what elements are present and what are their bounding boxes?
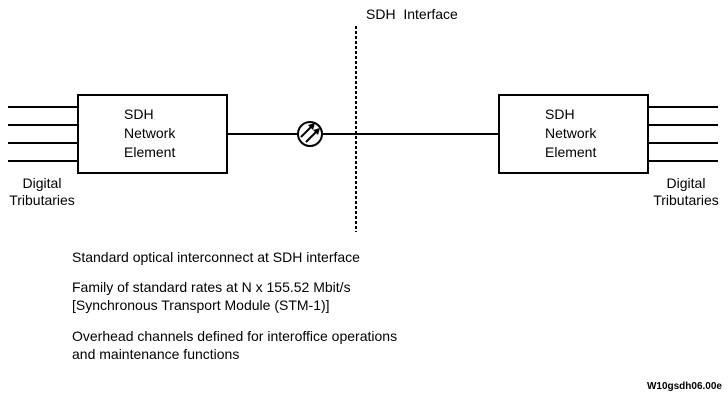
right-element-line-3: Element: [545, 144, 597, 160]
right-tributaries-line-2: Tributaries: [653, 192, 719, 208]
figure-id: W10gsdh06.00e: [646, 381, 722, 392]
left-element-line-2: Network: [124, 125, 176, 141]
right-element-line-2: Network: [545, 125, 597, 141]
note-line: Standard optical interconnect at SDH int…: [72, 249, 360, 265]
note-line: and maintenance functions: [72, 346, 240, 362]
note-line: Overhead channels defined for interoffic…: [72, 328, 398, 344]
right-element-line-1: SDH: [545, 106, 575, 122]
left-tributaries-label: Digital Tributaries: [4, 175, 80, 209]
optical-interconnect-icon: [297, 121, 323, 147]
left-tributaries-line-2: Tributaries: [9, 192, 75, 208]
left-tributaries-line-1: Digital: [22, 175, 62, 191]
right-tributaries-label: Digital Tributaries: [648, 175, 724, 209]
left-element-line-3: Element: [124, 144, 176, 160]
right-tributaries-line-1: Digital: [666, 175, 706, 191]
note-line: [Synchronous Transport Module (STM-1)]: [72, 297, 330, 313]
sdh-interface-label: SDH Interface: [366, 6, 458, 22]
right-network-element-label: SDH Network Element: [545, 105, 596, 162]
left-element-line-1: SDH: [124, 106, 154, 122]
note-overhead-channels: Overhead channels defined for interoffic…: [72, 327, 397, 363]
note-line: Family of standard rates at N x 155.52 M…: [72, 279, 351, 295]
note-standard-rates: Family of standard rates at N x 155.52 M…: [72, 278, 351, 314]
note-optical-interconnect: Standard optical interconnect at SDH int…: [72, 248, 360, 266]
left-network-element: [77, 94, 228, 174]
right-network-element: [498, 94, 649, 174]
left-network-element-label: SDH Network Element: [124, 105, 175, 162]
